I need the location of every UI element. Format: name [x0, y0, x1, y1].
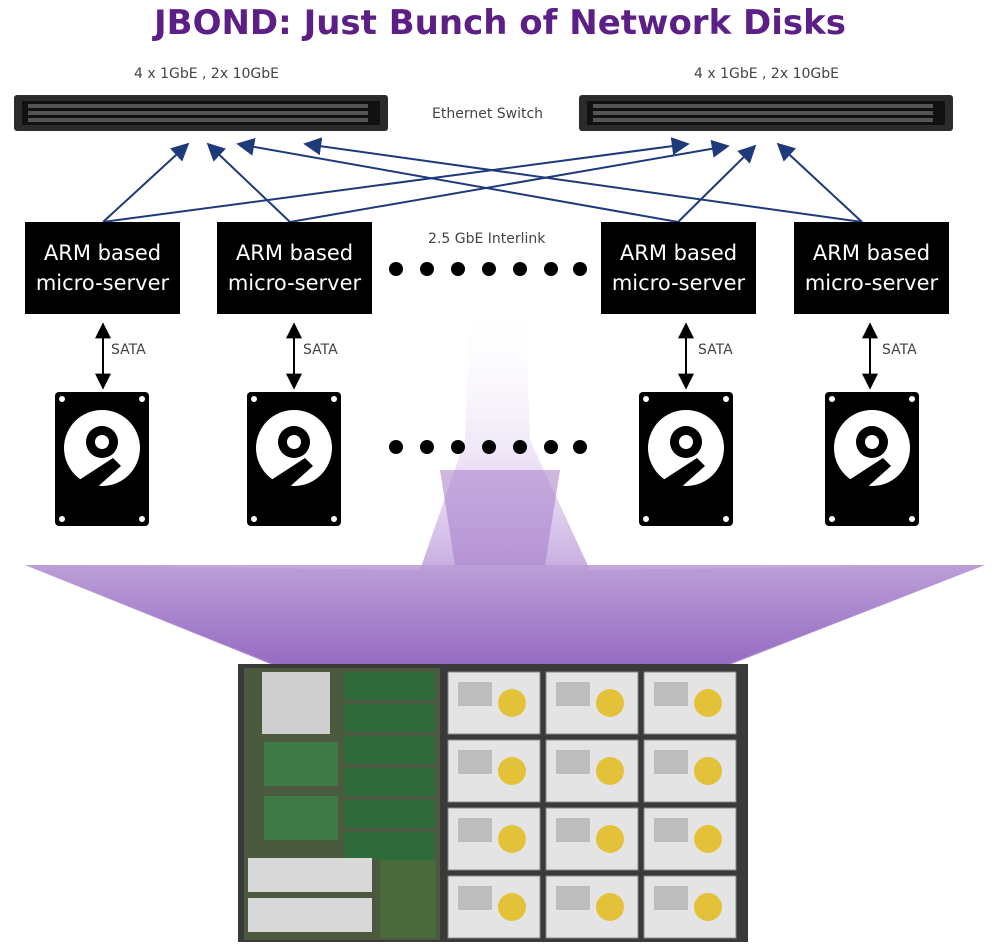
micro-server-line2: micro-server	[35, 271, 170, 295]
ethernet-switch-right	[579, 95, 953, 131]
hard-disk-icon-4	[825, 392, 919, 526]
micro-server-1: ARM based micro-server	[25, 222, 180, 314]
sata-label-2: SATA	[303, 342, 338, 358]
micro-server-3: ARM based micro-server	[601, 222, 756, 314]
hard-disk-icon-2	[247, 392, 341, 526]
micro-server-line1: ARM based	[619, 241, 738, 265]
micro-server-4: ARM based micro-server	[794, 222, 949, 314]
micro-server-line2: micro-server	[227, 271, 362, 295]
micro-server-line1: ARM based	[812, 241, 931, 265]
drive-bay-grid	[447, 671, 737, 939]
micro-server-line2: micro-server	[611, 271, 746, 295]
micro-server-line1: ARM based	[235, 241, 354, 265]
ellipsis-dots-disks	[389, 440, 587, 454]
sata-label-1: SATA	[111, 342, 146, 358]
page-title: JBOND: Just Bunch of Network Disks	[154, 3, 846, 43]
chassis-photo	[238, 664, 748, 942]
switch-ports-label-right: 4 x 1GbE , 2x 10GbE	[694, 66, 839, 82]
sata-arrows	[95, 322, 878, 390]
hard-disk-icon-3	[639, 392, 733, 526]
ellipsis-dots-servers	[389, 262, 587, 276]
switch-name-label: Ethernet Switch	[432, 106, 544, 122]
sata-label-4: SATA	[882, 342, 917, 358]
sata-label-3: SATA	[698, 342, 733, 358]
micro-server-line1: ARM based	[43, 241, 162, 265]
funnel-graphic	[25, 300, 985, 690]
ethernet-switch-left	[14, 95, 388, 131]
switch-ports-label-left: 4 x 1GbE , 2x 10GbE	[134, 66, 279, 82]
hard-disk-icon-1	[55, 392, 149, 526]
interlink-label: 2.5 GbE Interlink	[428, 231, 546, 247]
micro-server-2: ARM based micro-server	[217, 222, 372, 314]
micro-server-line2: micro-server	[804, 271, 939, 295]
interlink-arrows	[102, 137, 863, 223]
